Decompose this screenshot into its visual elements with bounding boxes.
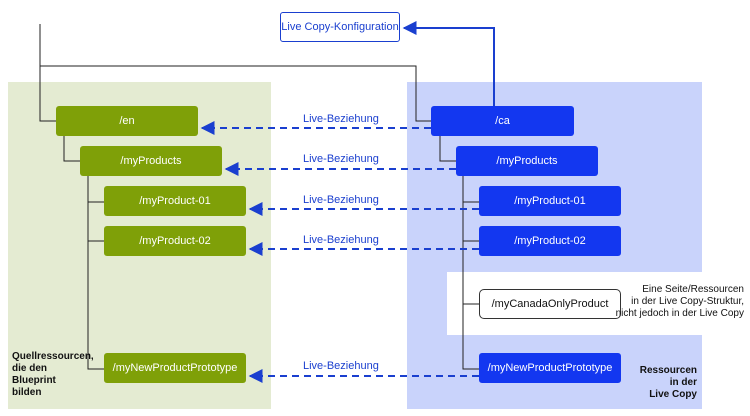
node-label: /myProduct-01 (139, 195, 211, 207)
canada-only-note: Eine Seite/Ressourcen in der Live Copy-S… (600, 284, 744, 320)
source-node-myproduct-01: /myProduct-01 (104, 186, 246, 216)
live-copy-config-box: Live Copy-Konfiguration (280, 12, 400, 42)
node-label: /myProduct-01 (514, 195, 586, 207)
en-to-myproducts (63, 136, 80, 162)
source-node-myproducts: /myProducts (80, 146, 222, 176)
relation-label-en: Live-Beziehung (303, 113, 379, 125)
config-label: Live Copy-Konfiguration (281, 21, 399, 33)
copy-node-myproduct-02: /myProduct-02 (479, 226, 621, 256)
node-label: /en (119, 115, 135, 127)
source-node-en: /en (56, 106, 198, 136)
node-label: /myNewProductPrototype (487, 362, 613, 374)
ca-to-myproducts (439, 136, 456, 162)
note-line: Blueprint (12, 375, 56, 386)
node-label: /myProduct-02 (139, 235, 211, 247)
node-label: /myProducts (496, 155, 558, 167)
note-line: Live Copy (649, 389, 697, 400)
copy-node-prototype: /myNewProductPrototype (479, 353, 621, 383)
note-line: Quellressourcen, (12, 351, 94, 362)
node-label: /myNewProductPrototype (112, 362, 238, 374)
source-resources-note: Quellressourcen, die den Blueprint bilde… (12, 351, 94, 399)
relation-label-myproduct-01: Live-Beziehung (303, 194, 379, 206)
relation-label-myproducts: Live-Beziehung (303, 153, 379, 165)
note-line: die den (12, 363, 48, 374)
copy-node-myproducts: /myProducts (456, 146, 598, 176)
node-label: /myProducts (120, 155, 182, 167)
copy-node-canada-only: /myCanadaOnlyProduct (479, 289, 621, 319)
node-label: /myProduct-02 (514, 235, 586, 247)
root-line-to-ca (40, 65, 432, 122)
source-node-prototype: /myNewProductPrototype (104, 353, 246, 383)
relation-label-myproduct-02: Live-Beziehung (303, 234, 379, 246)
note-line: Ressourcen (639, 365, 697, 376)
relation-label-prototype: Live-Beziehung (303, 360, 379, 372)
note-line: nicht jedoch in der Live Copy (615, 308, 744, 319)
copy-resources-note: Ressourcen in der Live Copy (630, 365, 697, 401)
source-children-trunk (87, 176, 104, 370)
node-label: /ca (495, 115, 510, 127)
note-line: in der (669, 377, 697, 388)
copy-node-ca: /ca (431, 106, 574, 136)
source-node-myproduct-02: /myProduct-02 (104, 226, 246, 256)
copy-children-trunk (462, 176, 480, 370)
note-line: in der Live Copy-Struktur, (631, 296, 744, 307)
config-arrow (402, 21, 495, 107)
note-line: bilden (12, 387, 42, 398)
copy-node-myproduct-01: /myProduct-01 (479, 186, 621, 216)
node-label: /myCanadaOnlyProduct (491, 298, 609, 310)
note-line: Eine Seite/Ressourcen (642, 284, 744, 295)
root-line-to-en (39, 24, 57, 122)
